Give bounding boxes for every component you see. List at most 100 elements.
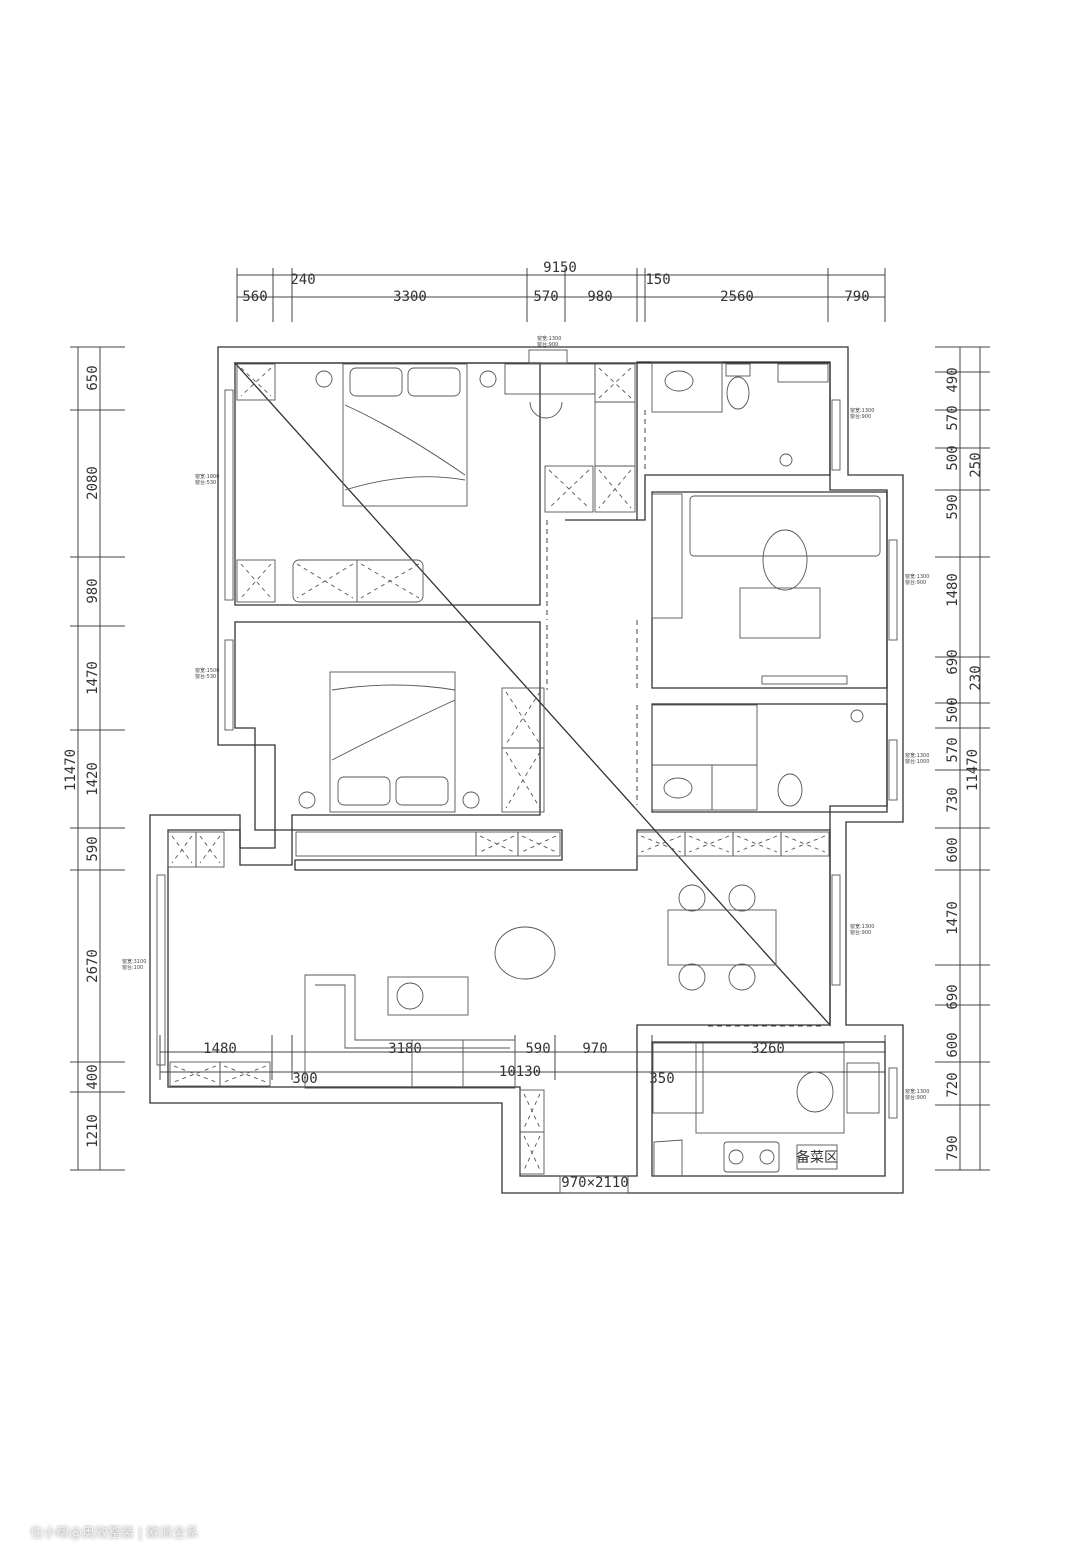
person-figure	[494, 926, 556, 980]
wardrobe-cabinet	[236, 363, 276, 401]
stove	[723, 1141, 780, 1173]
dim-top-offset: 150	[645, 272, 670, 288]
cabinet-cross	[688, 835, 730, 853]
dim-right-segment: 500	[945, 697, 961, 722]
dim-right-segment: 570	[945, 405, 961, 430]
fridge	[652, 1042, 704, 1114]
desk	[504, 363, 596, 395]
cabinet-cross	[523, 1135, 541, 1171]
dim-right-segment: 690	[945, 984, 961, 1009]
cabinet-cross	[223, 1065, 267, 1083]
cabinet-cross	[360, 563, 420, 599]
kitchen-prep-label: 备菜区	[796, 1149, 838, 1166]
dim-right-segment: 790	[945, 1135, 961, 1160]
dim-right-segment: 490	[945, 367, 961, 392]
lamp-icon	[298, 791, 316, 809]
cabinet-crosses	[171, 367, 826, 1171]
dim-bottom-segment: 3180	[388, 1041, 422, 1057]
window-sill-label: 窗台:900	[850, 413, 871, 420]
cabinet-cross	[505, 691, 541, 745]
toilet	[777, 773, 803, 807]
dim-right-offset: 230	[968, 665, 984, 690]
window-sill-label: 窗台:900	[537, 341, 558, 348]
sofa	[689, 495, 881, 557]
window-sill-label: 窗台:900	[905, 579, 926, 586]
window-labels: 窗宽:1300窗台:900窗宽:1300窗台:900窗宽:1800窗台:530窗…	[122, 335, 929, 1101]
window-width-label: 窗宽:3100	[122, 958, 146, 965]
window-width-label: 窗宽:1800	[195, 473, 219, 480]
dimension-lines	[77, 274, 981, 1170]
watermark: 住小帮@奥效整装 | 欧派全系	[30, 1526, 199, 1541]
dim-left-total: 11470	[63, 749, 79, 791]
dim-top-segment: 570	[533, 289, 558, 305]
dim-left-segment: 980	[85, 578, 101, 603]
sectional-sofa	[304, 974, 516, 1089]
cabinet-cross	[598, 469, 632, 509]
dim-top-total: 9150	[543, 260, 577, 276]
dim-right-segment: 600	[945, 1032, 961, 1057]
dim-right-segment: 720	[945, 1072, 961, 1097]
kitchen-island	[695, 1042, 845, 1134]
dim-right-segment: 570	[945, 737, 961, 762]
bed-second	[329, 671, 456, 813]
window-width-label: 窗宽:1300	[850, 923, 874, 930]
washbasin	[663, 777, 693, 799]
sink	[846, 1062, 880, 1114]
window-sill-label: 窗台:1000	[905, 758, 929, 765]
person-figure	[796, 1071, 834, 1113]
prep-area	[796, 1144, 838, 1170]
cabinet-cross	[640, 835, 682, 853]
dim-bottom-segment: 970	[582, 1041, 607, 1057]
dim-right-segment: 690	[945, 649, 961, 674]
cabinet-cross	[240, 367, 272, 397]
dim-left-segment: 2080	[85, 466, 101, 500]
tv	[761, 675, 848, 685]
dim-top-segment: 2560	[720, 289, 754, 305]
furniture	[167, 361, 881, 1176]
dim-bottom-offset: 350	[649, 1071, 674, 1087]
washbasin	[664, 370, 694, 392]
dim-left-segment: 650	[85, 365, 101, 390]
dim-bottom-segment: 590	[525, 1041, 550, 1057]
cabinet-cross	[240, 563, 272, 599]
door-size-label: 970×2110	[561, 1175, 628, 1191]
dim-right-segment: 600	[945, 837, 961, 862]
window-width-label: 窗宽:1300	[537, 335, 561, 342]
window-sill-label: 窗台:900	[850, 929, 871, 936]
window-sill-label: 窗台:100	[122, 964, 143, 971]
lamp-icon	[315, 370, 333, 388]
cabinet-cross	[736, 835, 778, 853]
dim-right-segment: 730	[945, 787, 961, 812]
window-width-label: 窗宽:1500	[195, 667, 219, 674]
dim-right-segment: 500	[945, 445, 961, 470]
cabinet-cross	[296, 563, 354, 599]
dim-left-segment: 2670	[85, 949, 101, 983]
cabinet-cross	[199, 835, 221, 864]
cabinet-cross	[479, 835, 515, 853]
toilet	[726, 376, 750, 410]
dim-bottom-total: 10130	[499, 1064, 541, 1080]
plant-icon	[396, 982, 424, 1010]
dim-bottom-segment: 3260	[751, 1041, 785, 1057]
window-sill-label: 窗台:530	[195, 479, 216, 486]
cabinet-cross	[173, 1065, 217, 1083]
dim-left-segment: 400	[85, 1064, 101, 1089]
lamp-icon	[479, 370, 497, 388]
dim-top-offset: 240	[290, 272, 315, 288]
coffee-table	[739, 587, 821, 639]
person-figure	[762, 529, 808, 591]
cabinet-cross	[521, 835, 557, 853]
dim-right-segment: 1470	[945, 901, 961, 935]
cabinet-cross	[548, 469, 590, 509]
dim-top-segment: 980	[587, 289, 612, 305]
cabinet-cross	[171, 835, 193, 864]
cabinet-cross	[523, 1093, 541, 1129]
dim-top-segment: 790	[844, 289, 869, 305]
lamp-icon	[462, 791, 480, 809]
window-sill-label: 窗台:900	[905, 1094, 926, 1101]
window-width-label: 窗宽:1300	[905, 573, 929, 580]
dining-table	[667, 909, 777, 966]
dim-right-segment: 590	[945, 494, 961, 519]
window-sill-label: 窗台:530	[195, 673, 216, 680]
